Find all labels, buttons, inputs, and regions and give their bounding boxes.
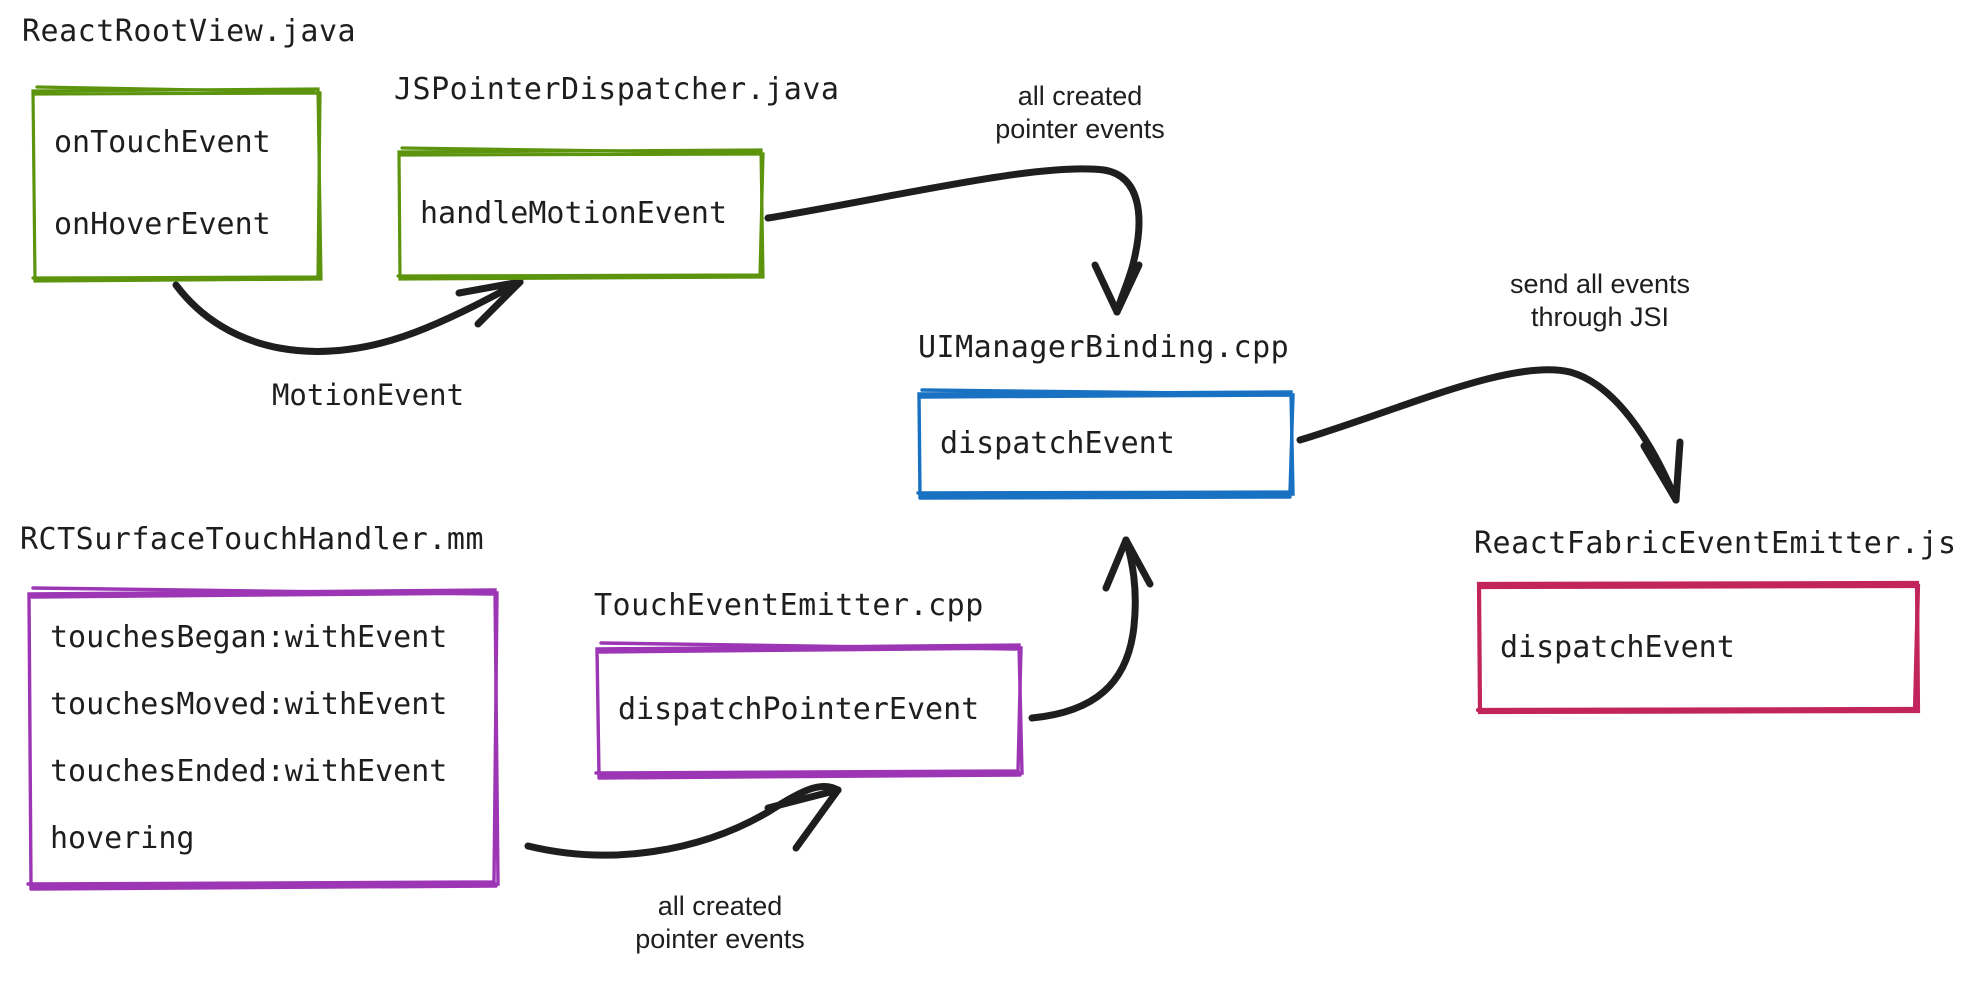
file-label-js-pointer-dispatcher: JSPointerDispatcher.java (394, 72, 840, 107)
node-react-root-view[interactable]: onTouchEvent onHoverEvent (31, 85, 323, 283)
file-label-ui-manager-binding: UIManagerBinding.cpp (918, 330, 1290, 365)
node-entries: handleMotionEvent (398, 150, 764, 278)
node-entries: dispatchEvent (1478, 583, 1918, 712)
file-label-rct-surface-touch-handler: RCTSurfaceTouchHandler.mm (20, 522, 485, 557)
node-touch-event-emitter[interactable]: dispatchPointerEvent (594, 641, 1024, 780)
node-react-fabric-event-emitter[interactable]: dispatchEvent (1475, 580, 1921, 715)
entry-hovering: hovering (50, 820, 195, 856)
entry-touches-ended: touchesEnded:withEvent (50, 753, 448, 789)
entry-handle-motion-event: handleMotionEvent (420, 196, 728, 231)
entry-dispatch-event: dispatchEvent (940, 425, 1175, 461)
edge-label-jsi-dispatch: send all events through JSI (1509, 269, 1691, 332)
node-entries: dispatchEvent (918, 392, 1293, 495)
node-js-pointer-dispatcher[interactable]: handleMotionEvent (396, 146, 765, 281)
file-label-react-root-view: ReactRootView.java (22, 14, 357, 49)
file-label-react-fabric-event-emitter: ReactFabricEventEmitter.js (1474, 526, 1957, 561)
node-entries: dispatchPointerEvent (596, 645, 1022, 775)
entry-touches-moved: touchesMoved:withEvent (50, 686, 448, 722)
arrow-emitter-to-binding (1028, 536, 1154, 722)
entry-on-touch-event: onTouchEvent (54, 125, 271, 160)
file-label-touch-event-emitter: TouchEventEmitter.cpp (594, 588, 984, 623)
entry-dispatch-pointer-event: dispatchPointerEvent (618, 692, 980, 727)
node-rct-surface-touch-handler[interactable]: touchesBegan:withEvent touchesMoved:with… (26, 586, 500, 891)
edge-label-motion-event: MotionEvent (271, 378, 465, 412)
edge-label-ios-pointer-events: all created pointer events (635, 891, 805, 954)
node-entries: touchesBegan:withEvent touchesMoved:with… (28, 590, 498, 886)
arrow-motion-event (172, 278, 524, 355)
entry-on-hover-event: onHoverEvent (54, 207, 271, 242)
arrow-android-pointer-events (764, 165, 1143, 316)
arrow-jsi-dispatch (1296, 366, 1684, 504)
arrow-ios-pointer-events (524, 783, 842, 859)
node-ui-manager-binding[interactable]: dispatchEvent (916, 388, 1295, 500)
entry-touches-began: touchesBegan:withEvent (50, 619, 448, 655)
node-entries: onTouchEvent onHoverEvent (32, 88, 322, 280)
entry-dispatch-event: dispatchEvent (1500, 629, 1735, 665)
edge-label-android-pointer-events: all created pointer events (995, 81, 1165, 144)
